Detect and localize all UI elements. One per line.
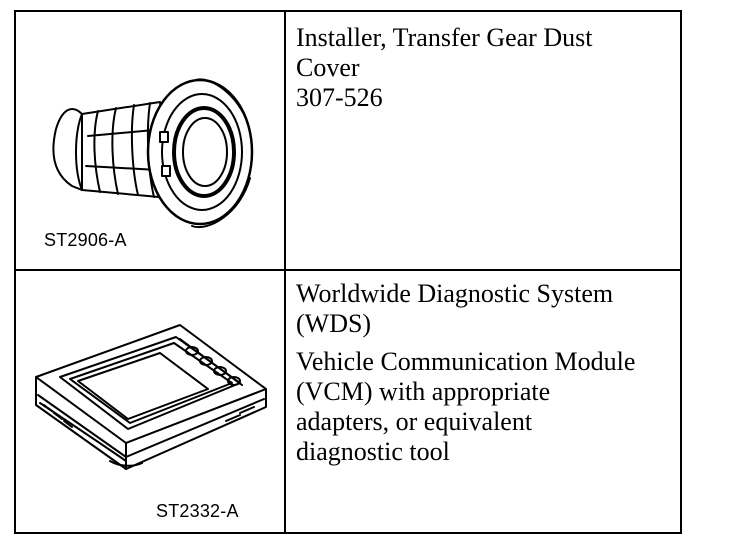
- description-detail-line: diagnostic tool: [296, 437, 450, 466]
- description-title-line: Worldwide Diagnostic System: [296, 279, 614, 308]
- table-row: ST2332-A Worldwide Diagnostic System (WD…: [16, 271, 680, 532]
- description-detail-line: adapters, or equivalent: [296, 407, 533, 436]
- figure-cell: ST2906-A: [16, 12, 286, 269]
- description-line: Installer, Transfer Gear Dust: [296, 23, 593, 52]
- description-title-line: (WDS): [296, 309, 372, 338]
- dust-cover-installer-illustration: [52, 78, 254, 229]
- figure-label: ST2332-A: [156, 501, 239, 521]
- description-cell: Worldwide Diagnostic System (WDS) Vehicl…: [286, 271, 680, 532]
- description-detail-line: Vehicle Communication Module: [296, 347, 636, 376]
- figure-label: ST2906-A: [44, 230, 127, 250]
- description-detail-line: (VCM) with appropriate: [296, 377, 551, 406]
- figure-cell: ST2332-A: [16, 271, 286, 532]
- tool-description: Installer, Transfer Gear Dust Cover 307-…: [286, 23, 680, 113]
- description-line: Cover: [296, 53, 360, 82]
- table-row: ST2906-A Installer, Transfer Gear Dust C…: [16, 12, 680, 271]
- description-cell: Installer, Transfer Gear Dust Cover 307-…: [286, 12, 680, 269]
- special-tools-table: ST2906-A Installer, Transfer Gear Dust C…: [14, 10, 682, 534]
- tool-number: 307-526: [296, 83, 383, 112]
- diagnostic-module-illustration: [35, 324, 267, 470]
- tool-detail: Vehicle Communication Module (VCM) with …: [286, 347, 680, 467]
- tool-description: Worldwide Diagnostic System (WDS): [286, 279, 680, 339]
